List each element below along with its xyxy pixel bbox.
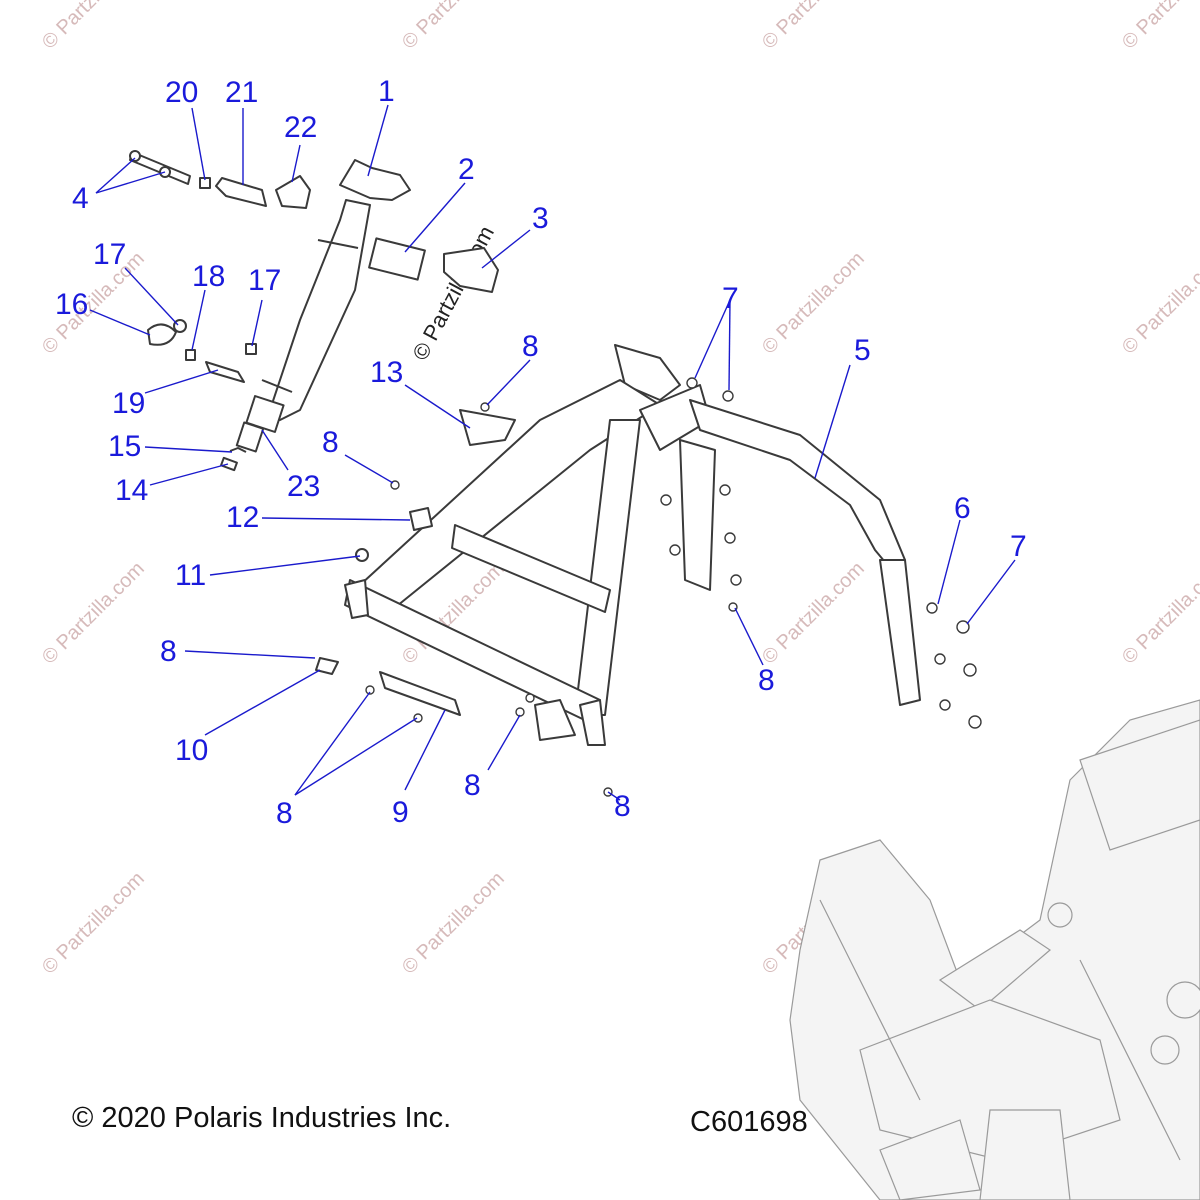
callout-8-bottom-right[interactable]: 8 <box>614 790 631 823</box>
callout-8-left[interactable]: 8 <box>160 635 177 668</box>
callout-12[interactable]: 12 <box>226 501 259 534</box>
callout-17-right[interactable]: 17 <box>248 264 281 297</box>
fasteners <box>365 377 982 797</box>
watermark-main: © Partzilla.com <box>407 222 499 365</box>
callout-15[interactable]: 15 <box>108 430 141 463</box>
callout-13[interactable]: 13 <box>370 356 403 389</box>
callout-19[interactable]: 19 <box>112 387 145 420</box>
callout-18[interactable]: 18 <box>192 260 225 293</box>
callout-11[interactable]: 11 <box>175 559 206 592</box>
watermark: © Partzilla.com <box>38 868 149 979</box>
callout-5[interactable]: 5 <box>854 334 871 367</box>
watermark: © Partzilla.com <box>758 558 869 669</box>
callout-8-bottom-mid[interactable]: 8 <box>464 769 481 802</box>
watermark: © Partzilla.com <box>398 0 509 54</box>
callout-14[interactable]: 14 <box>115 474 148 507</box>
callout-7-right[interactable]: 7 <box>1010 530 1027 563</box>
callout-17-left[interactable]: 17 <box>93 238 126 271</box>
callout-2[interactable]: 2 <box>458 153 475 186</box>
callout-22[interactable]: 22 <box>284 111 317 144</box>
watermark: © Partzilla.com <box>38 0 149 54</box>
callout-8-bracket[interactable]: 8 <box>522 330 539 363</box>
callout-8-bottom-left[interactable]: 8 <box>276 797 293 830</box>
callout-8-right[interactable]: 8 <box>758 664 775 697</box>
callouts: 1 2 3 4 5 6 7 7 8 8 8 8 8 8 8 8 9 10 11 … <box>55 75 1027 830</box>
watermark: © Partzilla.com <box>758 248 869 359</box>
watermark: © Partzilla.com <box>38 558 149 669</box>
callout-8-mid[interactable]: 8 <box>322 426 339 459</box>
copyright-notice: © 2020 Polaris Industries Inc. <box>72 1102 452 1134</box>
watermark: © Partzilla.com <box>1118 0 1200 54</box>
watermark: © Partzilla.com <box>398 868 509 979</box>
chassis-background <box>789 699 1200 1200</box>
callout-16[interactable]: 16 <box>55 288 88 321</box>
callout-7-top[interactable]: 7 <box>722 282 739 315</box>
front-frame <box>315 344 921 746</box>
steering-hardware <box>129 150 499 472</box>
callout-23[interactable]: 23 <box>287 470 320 503</box>
leader-lines <box>89 104 1016 801</box>
callout-3[interactable]: 3 <box>532 202 549 235</box>
callout-21[interactable]: 21 <box>225 76 258 109</box>
callout-6[interactable]: 6 <box>954 492 971 525</box>
callout-9[interactable]: 9 <box>392 796 409 829</box>
callout-4[interactable]: 4 <box>72 182 89 215</box>
watermark: © Partzilla.com <box>758 0 869 54</box>
callout-10[interactable]: 10 <box>175 734 208 767</box>
watermark: © Partzilla.com <box>1118 248 1200 359</box>
callout-20[interactable]: 20 <box>165 76 198 109</box>
watermark: © Partzilla.com <box>1118 558 1200 669</box>
steering-column <box>235 159 411 453</box>
callout-1[interactable]: 1 <box>378 75 395 108</box>
diagram-code: C601698 <box>690 1106 808 1138</box>
